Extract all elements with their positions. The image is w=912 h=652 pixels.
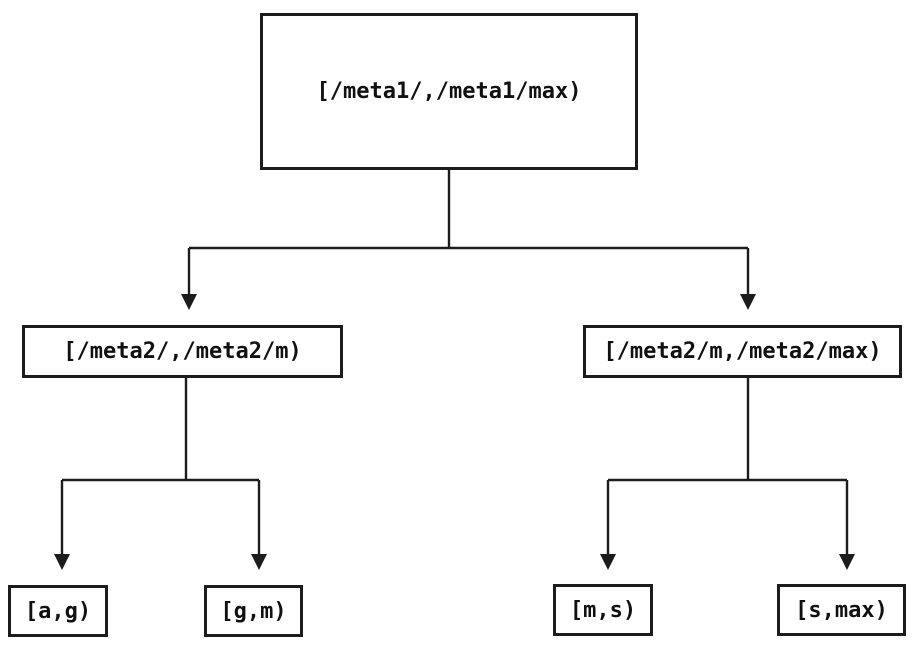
node-leaf-ms-label: [m,s) (569, 597, 637, 623)
arrowhead-leaf4 (839, 554, 855, 570)
node-leaf-smax-label: [s,max) (795, 597, 888, 623)
node-leaf-smax: [s,max) (777, 584, 906, 636)
node-leaf-ag-label: [a,g) (24, 598, 92, 624)
arrowhead-l1a (181, 294, 197, 310)
node-leaf-gm-label: [g,m) (220, 598, 287, 624)
node-root-label: [/meta1/,/meta1/max) (316, 79, 582, 104)
arrowhead-l1b (740, 294, 756, 310)
node-leaf-gm: [g,m) (204, 585, 303, 637)
node-meta2-right: [/meta2/m,/meta2/max) (583, 325, 902, 378)
arrowhead-leaf3 (600, 554, 616, 570)
node-meta2-left: [/meta2/,/meta2/m) (22, 325, 343, 378)
node-meta2-left-label: [/meta2/,/meta2/m) (63, 339, 302, 364)
arrowhead-leaf1 (54, 554, 70, 570)
node-leaf-ag: [a,g) (8, 585, 108, 637)
node-leaf-ms: [m,s) (553, 584, 653, 636)
arrowhead-leaf2 (251, 554, 267, 570)
node-meta2-right-label: [/meta2/m,/meta2/max) (603, 339, 882, 364)
node-root: [/meta1/,/meta1/max) (260, 13, 638, 170)
